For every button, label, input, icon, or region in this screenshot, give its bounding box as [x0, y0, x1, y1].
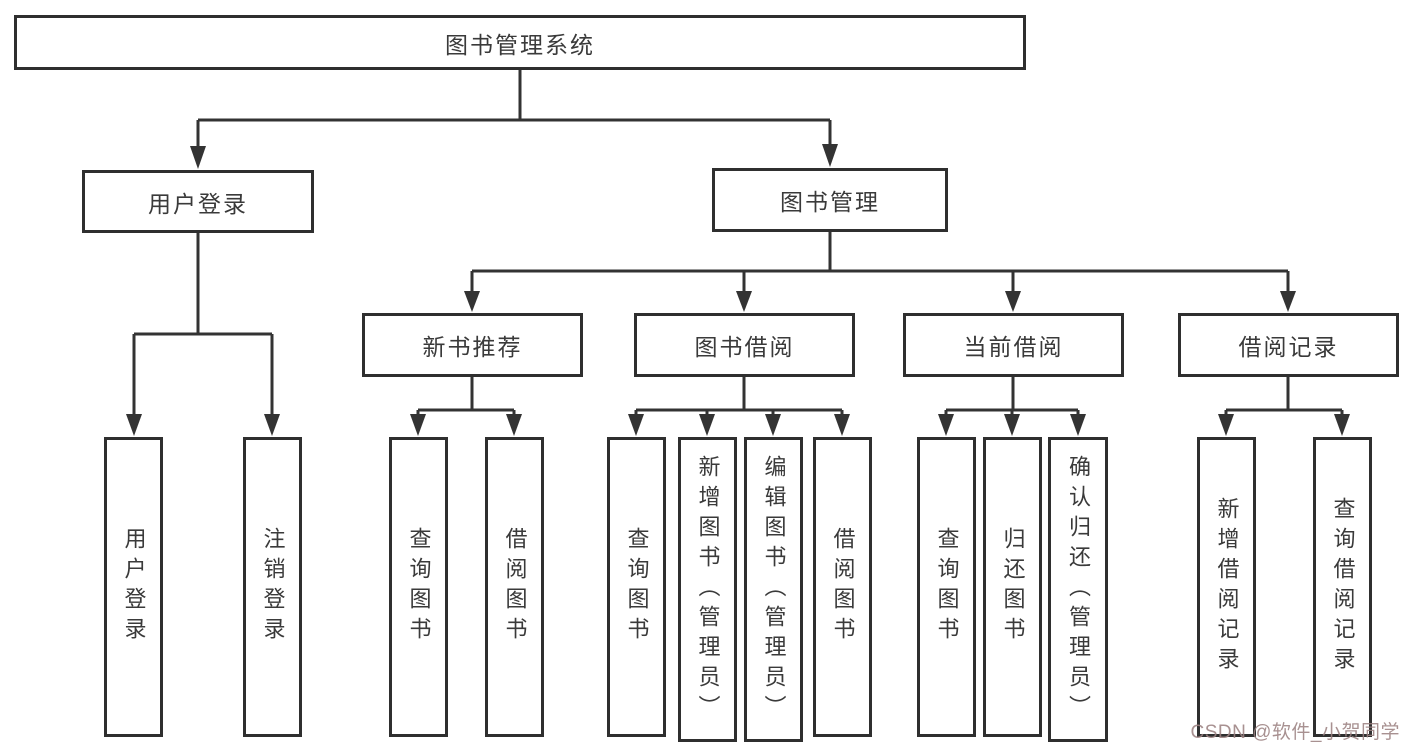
node-user-login-leaf: 用户登录: [104, 437, 163, 737]
node-book-management: 图书管理: [712, 168, 948, 232]
node-query-books-borrow: 查询图书: [607, 437, 666, 737]
arrowheads: [126, 144, 1350, 436]
node-query-borrow-record: 查询借阅记录: [1313, 437, 1372, 737]
node-label: 用户登录: [148, 190, 248, 217]
node-current-borrowing: 当前借阅: [903, 313, 1124, 377]
node-label: 查询图书: [934, 527, 960, 647]
node-label: 归还图书: [1000, 527, 1026, 647]
connector-paths: [132, 70, 1344, 420]
node-query-books-current: 查询图书: [917, 437, 976, 737]
node-borrow-books-recommend: 借阅图书: [485, 437, 544, 737]
node-query-books-recommend: 查询图书: [389, 437, 448, 737]
node-user-login: 用户登录: [82, 170, 314, 233]
node-label: 新增图书（管理员）: [695, 454, 721, 725]
node-label: 查询图书: [624, 527, 650, 647]
node-label: 当前借阅: [963, 334, 1064, 360]
node-label: 图书管理系统: [445, 31, 595, 58]
node-book-borrowing: 图书借阅: [634, 313, 855, 377]
node-label: 新书推荐: [422, 334, 523, 360]
node-confirm-return-admin: 确认归还（管理员）: [1048, 437, 1108, 742]
node-borrowing-records: 借阅记录: [1178, 313, 1399, 377]
node-return-books: 归还图书: [983, 437, 1042, 737]
node-label: 图书管理: [780, 189, 880, 215]
node-label: 注销登录: [260, 527, 286, 647]
node-label: 查询借阅记录: [1330, 497, 1356, 677]
node-label: 借阅记录: [1238, 334, 1339, 360]
watermark: CSDN @软件_小贺同学: [1190, 722, 1400, 743]
node-new-book-recommendation: 新书推荐: [362, 313, 583, 377]
node-label: 借阅图书: [502, 527, 528, 647]
node-add-borrow-record: 新增借阅记录: [1197, 437, 1256, 737]
node-label: 新增借阅记录: [1214, 497, 1240, 677]
node-borrow-books-leaf: 借阅图书: [813, 437, 872, 737]
node-label: 借阅图书: [830, 527, 856, 647]
node-label: 编辑图书（管理员）: [761, 454, 787, 725]
node-add-book-admin: 新增图书（管理员）: [678, 437, 737, 742]
node-label: 图书借阅: [694, 334, 795, 360]
node-library-management-system: 图书管理系统: [14, 15, 1026, 70]
node-edit-book-admin: 编辑图书（管理员）: [744, 437, 803, 742]
node-label: 用户登录: [121, 527, 147, 647]
node-label: 查询图书: [406, 527, 432, 647]
node-logout: 注销登录: [243, 437, 302, 737]
node-label: 确认归还（管理员）: [1066, 454, 1091, 725]
